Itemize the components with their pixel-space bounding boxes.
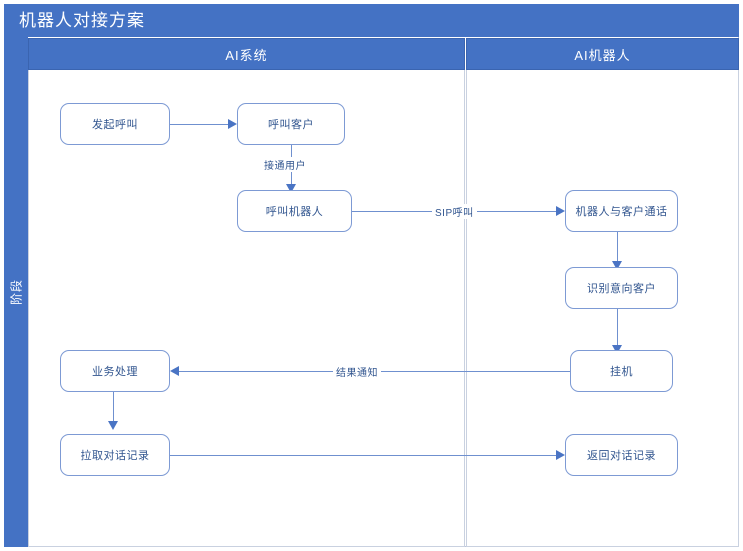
node-call-robot[interactable]: 呼叫机器人 (237, 190, 352, 232)
lane-header-ai-robot: AI机器人 (466, 38, 739, 70)
node-identify-intent[interactable]: 识别意向客户 (565, 267, 678, 309)
node-robot-talk[interactable]: 机器人与客户通话 (565, 190, 678, 232)
arrowhead-business-process-in (170, 366, 179, 376)
connector-business-process-to-pull-record (113, 392, 114, 428)
node-return-dialog-record[interactable]: 返回对话记录 (565, 434, 678, 476)
page-title: 机器人对接方案 (19, 11, 145, 30)
node-return-dialog-record-label: 返回对话记录 (587, 450, 656, 462)
node-initiate-call[interactable]: 发起呼叫 (60, 103, 170, 145)
arrowhead-call-customer-in (228, 119, 237, 129)
phase-strip: 阶段 (4, 37, 28, 547)
arrowhead-robot-talk-in (556, 206, 565, 216)
title-bar: 机器人对接方案 (4, 4, 739, 37)
node-business-process-label: 业务处理 (92, 366, 138, 378)
lane-header-ai-system: AI系统 (28, 38, 465, 70)
arrowhead-identify-intent-in (612, 261, 622, 270)
node-call-customer-label: 呼叫客户 (268, 119, 314, 131)
connector-pull-record-to-return-record (170, 455, 560, 456)
arrowhead-pull-record-in (108, 421, 118, 430)
edge-label-connect-user: 接通用户 (261, 157, 309, 172)
connector-robot-talk-to-identify-intent (617, 232, 618, 268)
lane-header-ai-robot-label: AI机器人 (574, 47, 631, 63)
phase-strip-label: 阶段 (9, 278, 24, 306)
arrowhead-hang-up-in (612, 345, 622, 354)
node-robot-talk-label: 机器人与客户通话 (575, 206, 668, 218)
connector-identify-intent-to-hang-up (617, 309, 618, 352)
node-call-robot-label: 呼叫机器人 (265, 206, 324, 218)
node-business-process[interactable]: 业务处理 (60, 350, 170, 392)
connector-initiate-call-to-call-customer (170, 124, 232, 125)
node-pull-dialog-record[interactable]: 拉取对话记录 (60, 434, 170, 476)
edge-label-sip-call: SIP呼叫 (432, 204, 477, 219)
node-identify-intent-label: 识别意向客户 (587, 283, 656, 295)
node-pull-dialog-record-label: 拉取对话记录 (80, 450, 150, 462)
lane-header-ai-system-label: AI系统 (225, 47, 268, 63)
node-hang-up[interactable]: 挂机 (570, 350, 673, 392)
node-hang-up-label: 挂机 (610, 366, 633, 378)
node-initiate-call-label: 发起呼叫 (92, 119, 138, 131)
arrowhead-return-record-in (556, 450, 565, 460)
edge-label-result-notice: 结果通知 (333, 364, 381, 379)
node-call-customer[interactable]: 呼叫客户 (237, 103, 345, 145)
arrowhead-call-robot-in (286, 184, 296, 193)
